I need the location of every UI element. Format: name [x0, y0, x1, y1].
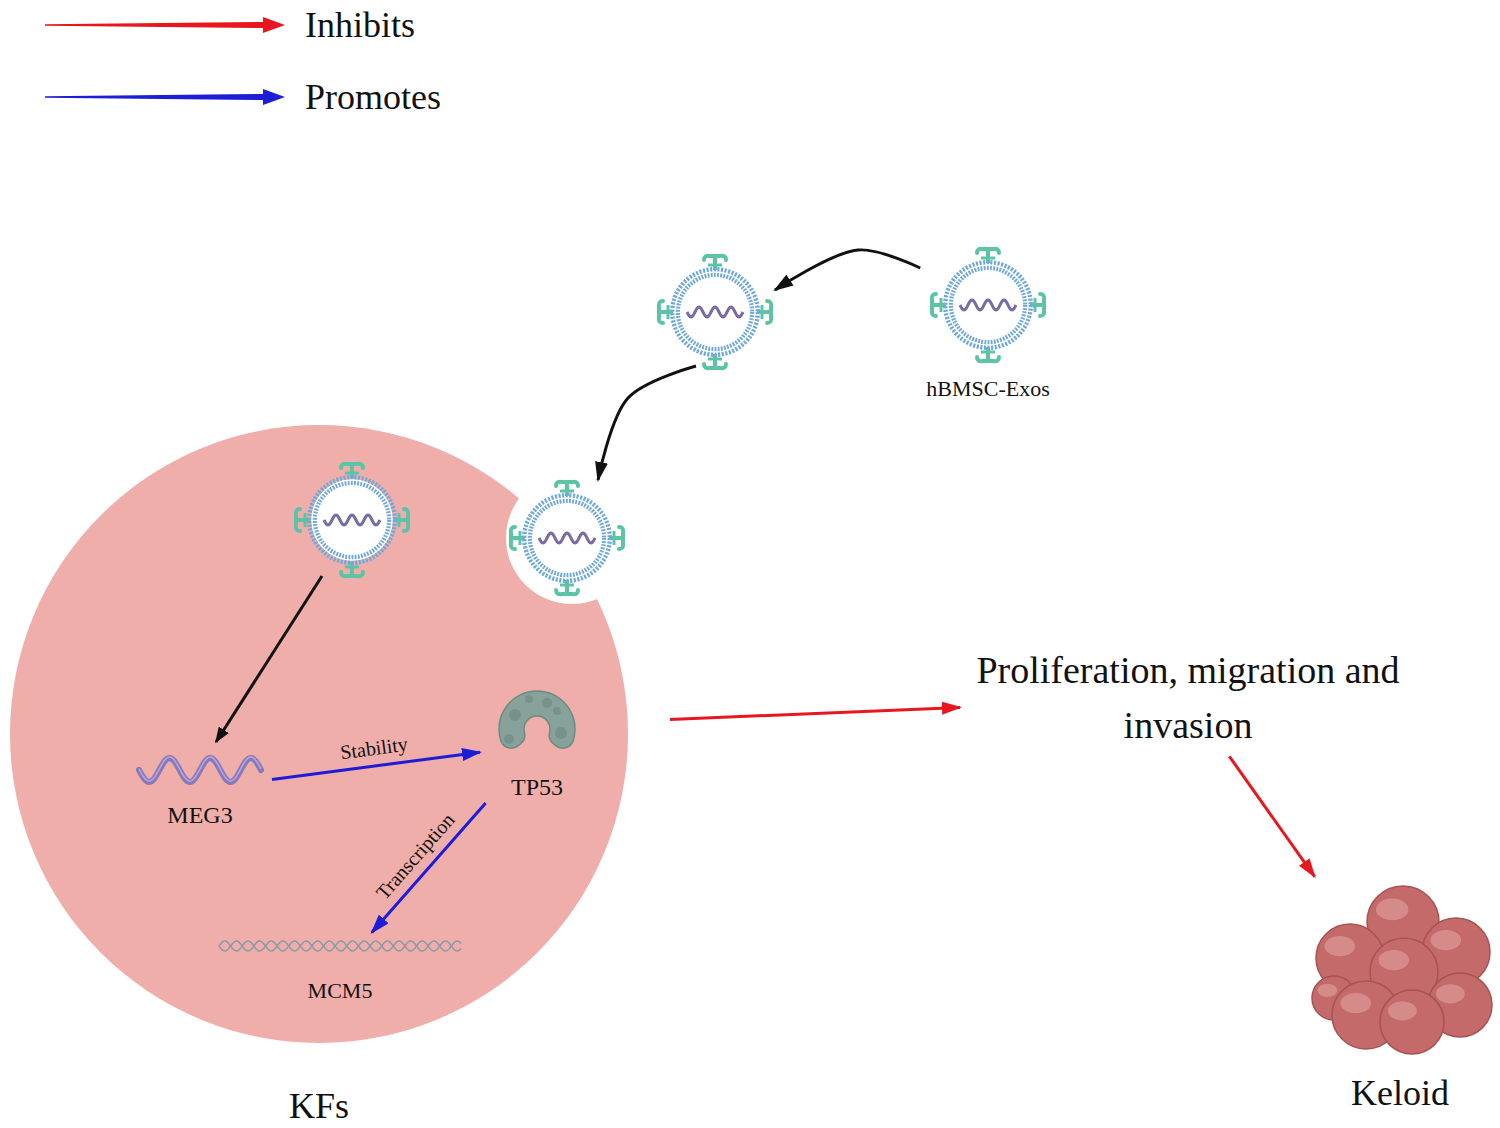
node-icon	[133, 748, 267, 792]
exosome	[296, 464, 408, 576]
rna-strand	[139, 758, 261, 782]
membrane-protein	[511, 527, 525, 549]
membrane-protein	[704, 354, 726, 368]
exosome-rna	[324, 515, 380, 525]
legend-text: Promotes	[305, 76, 441, 118]
connector	[598, 250, 920, 480]
membrane-protein	[932, 294, 946, 316]
node-label: hBMSC-Exos	[926, 376, 1049, 401]
membrane-protein	[609, 527, 623, 549]
rna-node: MEG3	[130, 748, 270, 830]
membrane-protein	[556, 482, 578, 496]
outcome-text: Proliferation, migration and invasion	[968, 643, 1408, 753]
legend-item: Promotes	[45, 74, 441, 120]
exosome-rna	[960, 300, 1016, 310]
exosome	[932, 249, 1044, 361]
cell-outline	[8, 420, 630, 1048]
uptake-arrow	[216, 576, 322, 742]
membrane-protein	[296, 509, 310, 531]
exosome	[659, 256, 771, 368]
legend-arrow	[45, 87, 285, 107]
connector	[670, 707, 960, 719]
protein-shape	[499, 691, 575, 748]
connector-line	[775, 250, 920, 290]
dna-strand	[219, 941, 461, 951]
legend-text: Inhibits	[305, 4, 415, 46]
node-icon	[215, 934, 465, 958]
node-label: MCM5	[308, 978, 373, 1003]
membrane-protein	[556, 580, 578, 594]
dna-strand	[219, 941, 461, 951]
exosome-rna	[539, 533, 595, 543]
legend-arrow	[45, 15, 285, 35]
exosome-node: hBMSC-Exos	[920, 240, 1055, 401]
legend-item: Inhibits	[45, 2, 415, 48]
keloid-node: Keloid	[1305, 880, 1495, 1114]
gene-node: MCM5	[215, 934, 465, 1003]
node-label: MEG3	[167, 802, 232, 830]
connector	[372, 803, 486, 932]
membrane-protein	[394, 509, 408, 531]
membrane-protein	[757, 301, 771, 323]
membrane-protein	[659, 301, 673, 323]
legend-arrow-shape	[45, 17, 285, 33]
cell-label: KFs	[8, 1085, 630, 1127]
node-label: TP53	[511, 774, 563, 802]
membrane-protein	[704, 256, 726, 270]
outcome-label: Proliferation, migration and invasion	[968, 643, 1408, 753]
legend-arrow-shape	[45, 89, 285, 105]
node-icon	[1308, 880, 1493, 1055]
membrane-protein	[341, 562, 363, 576]
membrane-protein	[341, 464, 363, 478]
exosome-rna	[687, 307, 743, 317]
connector-line	[598, 366, 696, 480]
cell-membrane	[10, 425, 628, 1043]
connector-line	[670, 707, 960, 719]
connector-line	[372, 803, 486, 932]
node-icon	[487, 688, 587, 766]
node-label: Keloid	[1351, 1073, 1449, 1114]
node-icon	[923, 240, 1053, 370]
protein-node: TP53	[482, 688, 592, 802]
cell-body: KFsMEG3TP53MCM5	[8, 420, 630, 1048]
connector-line	[1229, 756, 1314, 876]
exosome	[511, 482, 623, 594]
keloid-lobe	[1380, 990, 1444, 1054]
connector	[1229, 756, 1314, 876]
